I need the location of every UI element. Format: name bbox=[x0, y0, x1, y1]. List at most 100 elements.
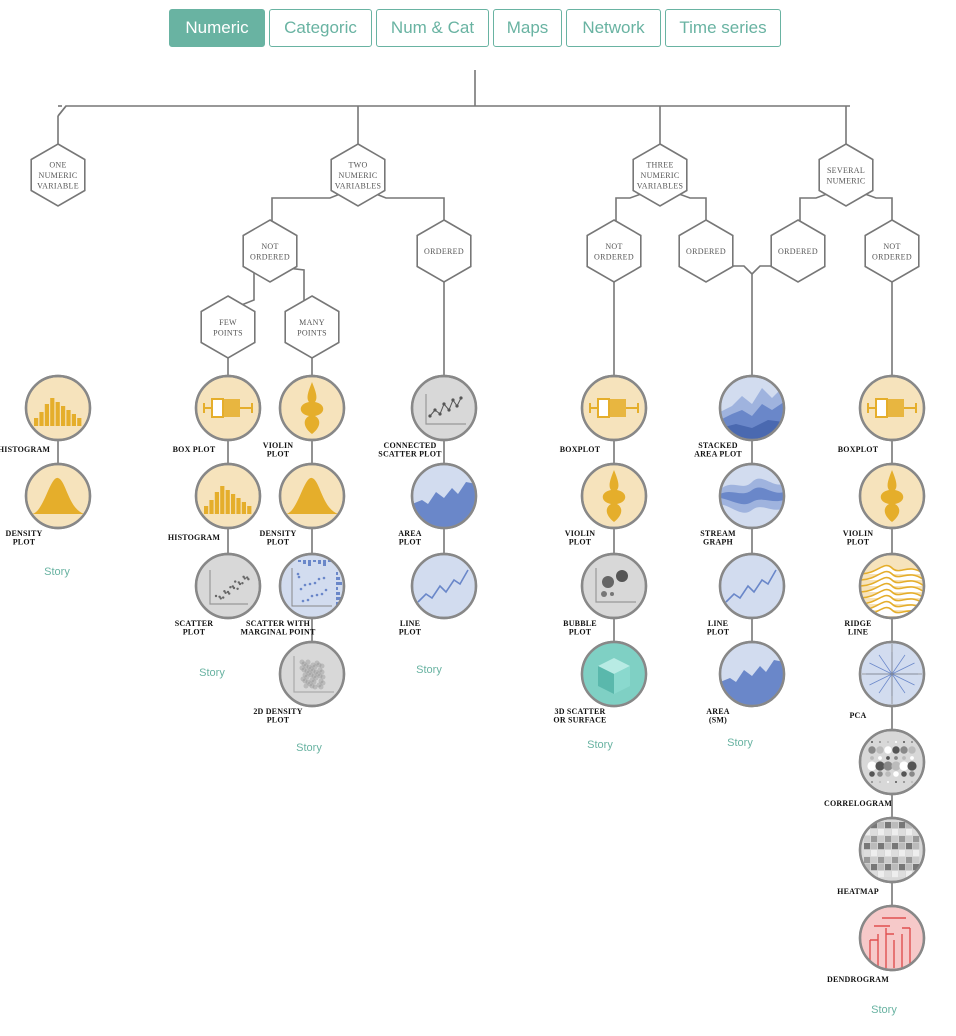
violin-icon bbox=[880, 470, 904, 522]
chart-node-pca-4[interactable]: PCA bbox=[849, 640, 926, 720]
chart-node-boxplot-2[interactable]: BOX PLOT bbox=[173, 374, 262, 454]
tab-num-cat[interactable]: Num & Cat bbox=[376, 9, 489, 47]
story-link[interactable]: Story bbox=[416, 664, 442, 676]
chart-label: MARGINAL POINT bbox=[240, 628, 315, 637]
tab-time-series[interactable]: Time series bbox=[665, 9, 781, 47]
chart-label: SCATTER bbox=[175, 619, 214, 628]
story-link[interactable]: Story bbox=[727, 737, 753, 749]
chart-label: 2D DENSITY bbox=[253, 707, 302, 716]
hexagon-three-ordered[interactable]: ORDERED bbox=[678, 219, 734, 283]
boxplot-icon bbox=[203, 398, 253, 418]
density-2d-icon bbox=[293, 656, 334, 693]
story-link[interactable]: Story bbox=[296, 742, 322, 754]
chart-node-histogram-1[interactable]: HISTOGRAM bbox=[0, 374, 92, 454]
hexagon-two-ordered[interactable]: ORDERED bbox=[416, 219, 472, 283]
chart-node-histogram-2[interactable]: HISTOGRAM bbox=[168, 462, 262, 542]
hexagon-label: ORDERED bbox=[686, 247, 726, 256]
chart-label: PLOT bbox=[267, 450, 290, 459]
hexagon-label: VARIABLE bbox=[37, 182, 79, 191]
chart-node-heatmap-4[interactable]: HEATMAP bbox=[837, 816, 926, 896]
marginal-scatter-icon bbox=[291, 560, 342, 607]
hexagon-label: THREE bbox=[646, 161, 673, 170]
histogram-icon bbox=[34, 398, 82, 426]
story-link[interactable]: Story bbox=[199, 667, 225, 679]
chart-node-correlogram-4[interactable]: CORRELOGRAM bbox=[824, 728, 926, 808]
chart-label: LINE bbox=[400, 619, 420, 628]
chart-label: BOXPLOT bbox=[560, 445, 601, 454]
chart-label: DENSITY bbox=[260, 529, 297, 538]
chart-node-dendrogram-4[interactable]: DENDROGRAM bbox=[827, 904, 926, 984]
hexagon-label: ORDERED bbox=[778, 247, 818, 256]
density-icon bbox=[286, 477, 338, 514]
chart-label: DENDROGRAM bbox=[827, 975, 889, 984]
chart-label: VIOLIN bbox=[263, 441, 294, 450]
chart-label: PLOT bbox=[707, 628, 730, 637]
scatter-icon bbox=[209, 570, 250, 605]
connected-scatter-icon bbox=[425, 394, 466, 425]
story-link[interactable]: Story bbox=[871, 1004, 897, 1016]
hexagon-label: POINTS bbox=[213, 328, 243, 337]
story-link[interactable]: Story bbox=[587, 739, 613, 751]
chart-label: HISTOGRAM bbox=[0, 445, 50, 454]
chart-label: PCA bbox=[849, 711, 866, 720]
tab-numeric[interactable]: Numeric bbox=[169, 9, 265, 47]
hexagon-label: ORDERED bbox=[872, 252, 912, 261]
line-icon bbox=[725, 569, 777, 603]
tab-network[interactable]: Network bbox=[566, 9, 661, 47]
chart-node-boxplot-4[interactable]: BOXPLOT bbox=[838, 374, 926, 454]
chart-label: PLOT bbox=[847, 538, 870, 547]
chart-node-boxplot-3[interactable]: BOXPLOT bbox=[560, 374, 648, 454]
tab-categoric[interactable]: Categoric bbox=[269, 9, 372, 47]
density-icon bbox=[32, 477, 84, 514]
story-link[interactable]: Story bbox=[44, 566, 70, 578]
hexagon-label: ORDERED bbox=[594, 252, 634, 261]
chart-label: LINE bbox=[848, 628, 868, 637]
chart-label: PLOT bbox=[569, 628, 592, 637]
chart-node-area-3[interactable]: AREA(SM) bbox=[706, 640, 786, 725]
hexagon-label: ONE bbox=[49, 161, 66, 170]
chart-label: AREA PLOT bbox=[694, 450, 742, 459]
chart-label: GRAPH bbox=[703, 538, 733, 547]
correlogram-icon bbox=[867, 741, 917, 783]
stacked-area-icon bbox=[721, 386, 783, 439]
hexagon-several-ordered[interactable]: ORDERED bbox=[770, 219, 826, 283]
pca-icon bbox=[862, 644, 922, 704]
area-icon bbox=[721, 660, 783, 705]
chart-label: PLOT bbox=[13, 538, 36, 547]
hexagon-label: NOT bbox=[883, 242, 900, 251]
hexagon-label: NUMERIC bbox=[641, 171, 680, 180]
chart-label: BOX PLOT bbox=[173, 445, 216, 454]
chart-label: PLOT bbox=[399, 628, 422, 637]
chart-label: HISTOGRAM bbox=[168, 533, 221, 542]
chart-label: BUBBLE bbox=[563, 619, 597, 628]
chart-label: STACKED bbox=[698, 441, 738, 450]
tab-maps[interactable]: Maps bbox=[493, 9, 562, 47]
hexagon-label: VARIABLES bbox=[335, 182, 382, 191]
